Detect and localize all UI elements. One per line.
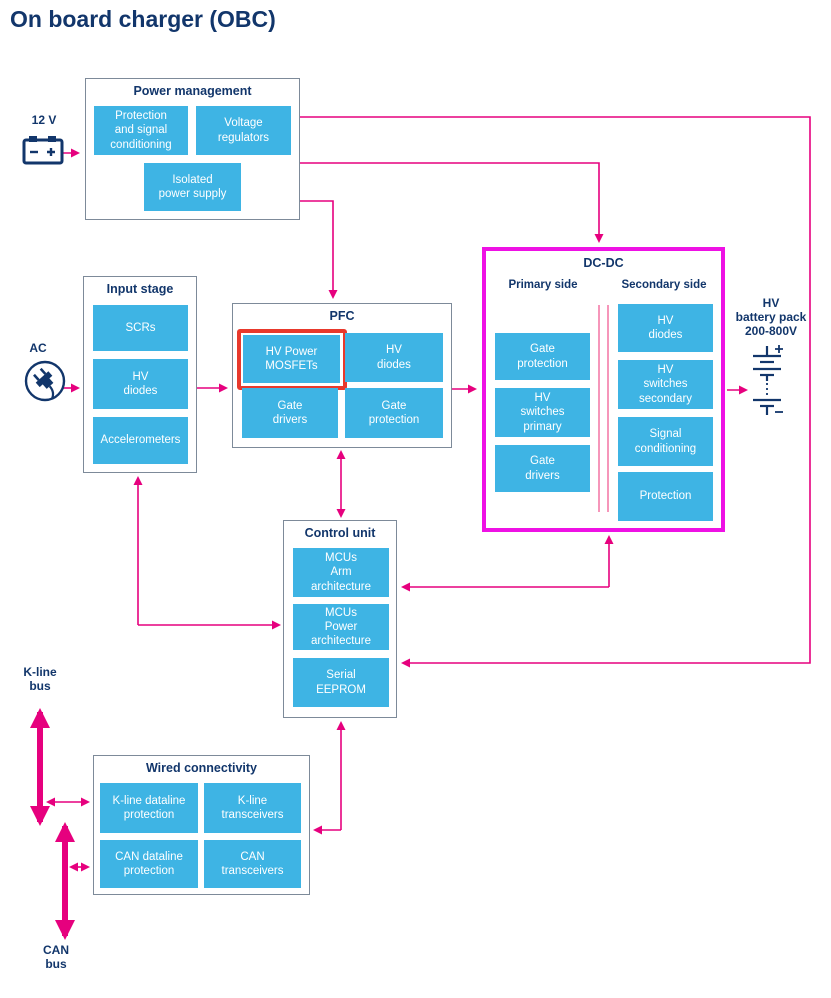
input-stage-title: Input stage: [106, 282, 174, 296]
block-gate-drivers-primary[interactable]: Gate drivers: [495, 445, 590, 492]
block-hv-diodes-pfc[interactable]: HV diodes: [345, 333, 443, 382]
dcdc-primary-side-label: Primary side: [508, 279, 578, 291]
block-gate-protection-pfc[interactable]: Gate protection: [345, 388, 443, 438]
block-accelerometers[interactable]: Accelerometers: [93, 417, 188, 464]
block-serial-eeprom[interactable]: Serial EEPROM: [293, 658, 389, 707]
block-kline-dataline-protection[interactable]: K-line dataline protection: [100, 783, 198, 833]
block-kline-transceivers[interactable]: K-line transceivers: [204, 783, 301, 833]
label-can-bus: CAN bus: [43, 943, 69, 971]
block-can-transceivers[interactable]: CAN transceivers: [204, 840, 301, 888]
block-protection-secondary[interactable]: Protection: [618, 472, 713, 521]
page-title: On board charger (OBC): [10, 6, 276, 32]
car-battery-icon: [22, 136, 64, 165]
power-management-title: Power management: [133, 84, 252, 98]
label-ac: AC: [29, 341, 47, 355]
wired-connectivity-title: Wired connectivity: [145, 761, 258, 775]
block-scrs[interactable]: SCRs: [93, 305, 188, 351]
battery-cells-icon: [753, 345, 783, 415]
power-management-box: Power management Protection and signal c…: [85, 78, 300, 220]
dcdc-box: DC-DC Primary side Secondary side Gate p…: [482, 247, 725, 532]
control-unit-title: Control unit: [304, 526, 376, 540]
block-hv-switches-secondary[interactable]: HV switches secondary: [618, 360, 713, 409]
block-signal-conditioning[interactable]: Signal conditioning: [618, 417, 713, 466]
pfc-box: PFC HV Power MOSFETs HV diodes Gate driv…: [232, 303, 452, 448]
input-stage-box: Input stage SCRs HV diodes Accelerometer…: [83, 276, 197, 473]
block-can-dataline-protection[interactable]: CAN dataline protection: [100, 840, 198, 888]
block-hv-switches-primary[interactable]: HV switches primary: [495, 388, 590, 437]
block-mcus-power[interactable]: MCUs Power architecture: [293, 604, 389, 650]
block-gate-drivers-pfc[interactable]: Gate drivers: [242, 388, 338, 438]
block-hv-diodes-secondary[interactable]: HV diodes: [618, 304, 713, 352]
dcdc-title: DC-DC: [583, 256, 624, 270]
ac-plug-icon: [24, 360, 66, 402]
label-hv-battery-pack: HV battery pack 200-800V: [735, 296, 807, 338]
label-12v: 12 V: [31, 113, 57, 127]
wired-connectivity-box: Wired connectivity K-line dataline prote…: [93, 755, 310, 895]
control-unit-box: Control unit MCUs Arm architecture MCUs …: [283, 520, 397, 718]
block-protection-signal-conditioning[interactable]: Protection and signal conditioning: [94, 106, 188, 155]
label-kline-bus: K-line bus: [23, 665, 57, 693]
pfc-title: PFC: [329, 309, 355, 323]
block-hv-diodes-input[interactable]: HV diodes: [93, 359, 188, 409]
block-voltage-regulators[interactable]: Voltage regulators: [196, 106, 291, 155]
block-mcus-arm[interactable]: MCUs Arm architecture: [293, 548, 389, 597]
line-pm-to-dcdc-top: [300, 162, 604, 243]
block-isolated-power-supply[interactable]: Isolated power supply: [144, 163, 241, 211]
block-hv-power-mosfets[interactable]: HV Power MOSFETs: [243, 335, 340, 383]
line-pm-to-pfc-top: [300, 200, 338, 299]
dcdc-secondary-side-label: Secondary side: [621, 279, 707, 291]
block-gate-protection-primary[interactable]: Gate protection: [495, 333, 590, 380]
